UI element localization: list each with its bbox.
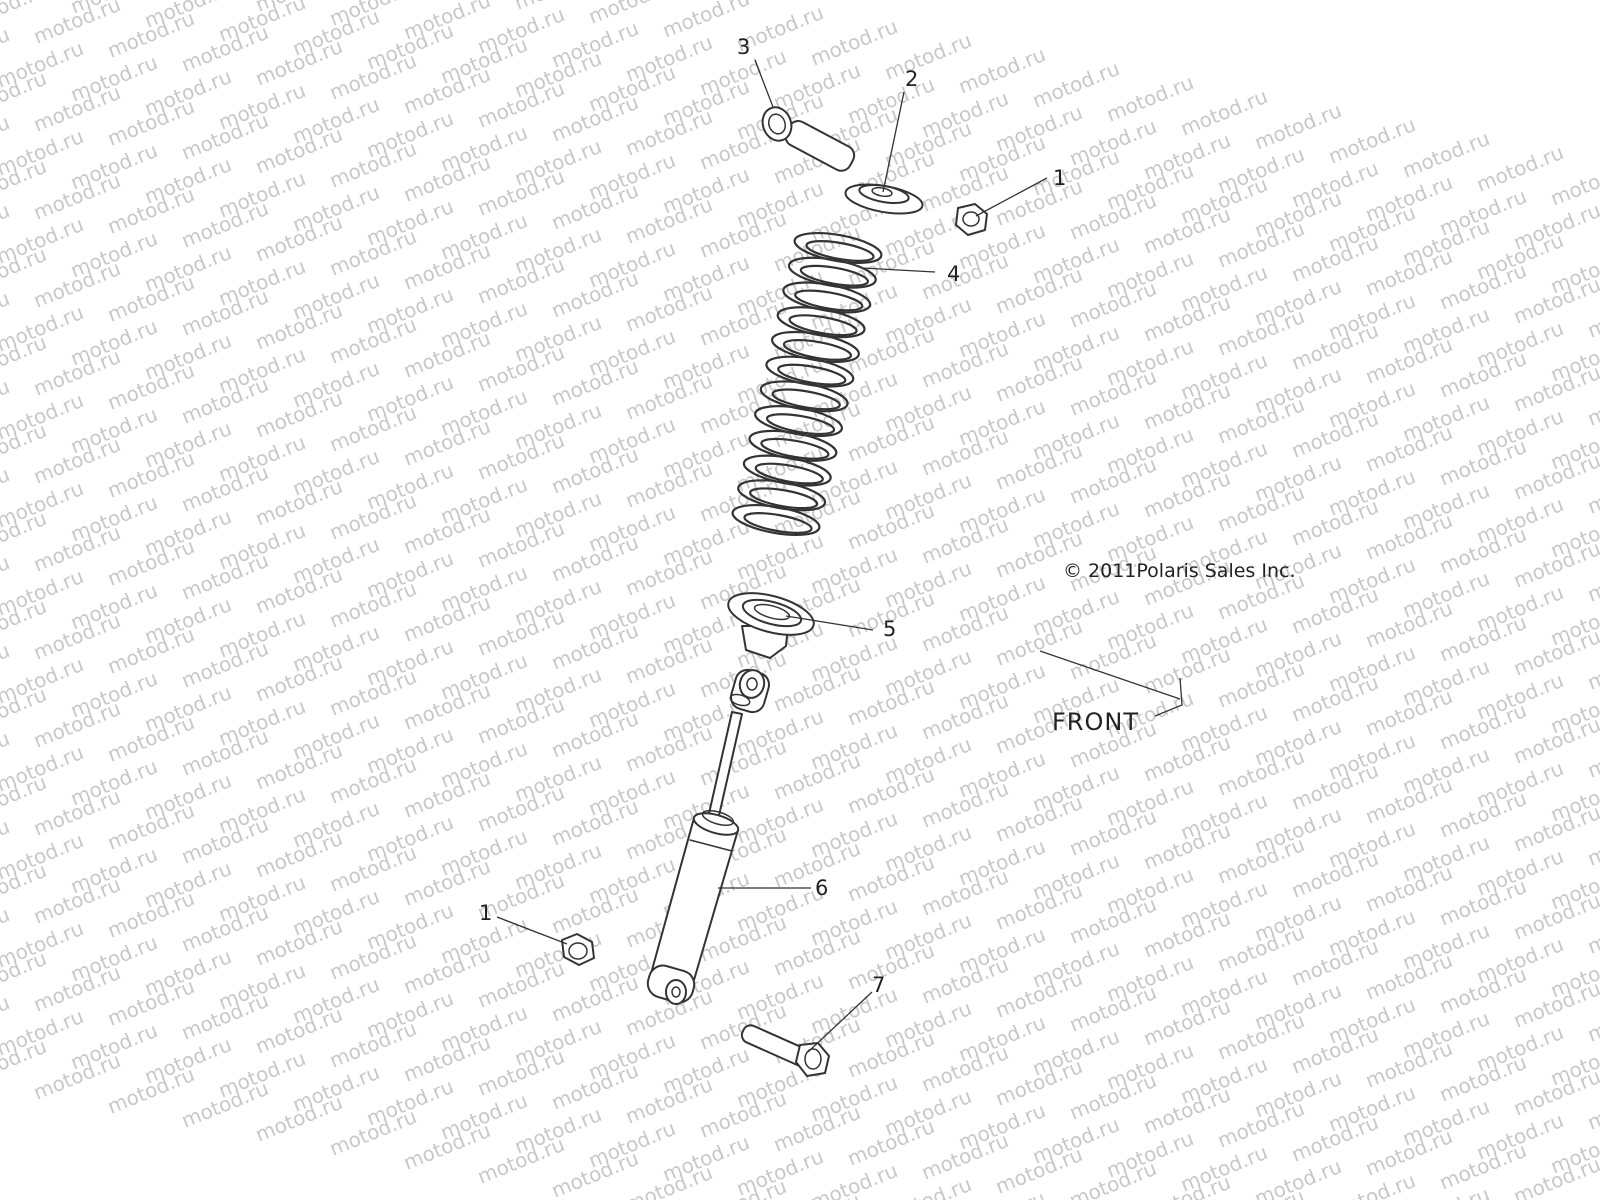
- spring-coil-inner: [760, 437, 830, 460]
- callout-6: 6: [815, 876, 828, 900]
- leader-2: [882, 91, 905, 193]
- spring-seat-lower: [727, 592, 815, 659]
- leader-1-top: [975, 177, 1048, 217]
- leader-lines: [496, 59, 1048, 1053]
- leader-4: [861, 267, 936, 273]
- callout-7: 7: [872, 973, 885, 997]
- leader-5: [785, 615, 874, 631]
- copyright-notice: © 2011Polaris Sales Inc.: [1063, 560, 1296, 582]
- spring-coil-inner: [782, 338, 853, 361]
- spring-coil-inner: [805, 240, 875, 262]
- leader-3: [754, 59, 774, 108]
- bolt-top: [761, 106, 856, 172]
- spring-coil-inner: [765, 413, 836, 436]
- nut-bottom: [561, 933, 595, 966]
- callout-1-top: 1: [1053, 166, 1066, 190]
- callout-4: 4: [947, 262, 960, 286]
- spring-coil-inner: [754, 462, 824, 485]
- spring-coil-inner: [749, 487, 819, 510]
- callout-2: 2: [905, 67, 918, 91]
- shock-absorber: [646, 668, 771, 1005]
- front-label: FRONT: [1052, 708, 1139, 736]
- leader-1-bottom: [496, 916, 568, 945]
- nut-top: [955, 203, 988, 236]
- callout-1-bottom: 1: [479, 901, 492, 925]
- spring-coil-inner: [794, 289, 864, 312]
- callout-5: 5: [883, 617, 896, 641]
- leader-7: [807, 991, 873, 1053]
- spring-coil-inner: [771, 388, 841, 411]
- spring-coil-inner: [799, 264, 869, 287]
- callout-3: 3: [737, 35, 750, 59]
- spring-retainer-top: [844, 183, 924, 215]
- spring-coil-inner: [743, 512, 813, 534]
- callout-labels: 3 2 1 4 5 6 1 7: [479, 35, 1066, 997]
- front-arrow: FRONT: [1039, 650, 1183, 736]
- spring-coil-inner: [777, 363, 847, 386]
- spring-coil-inner: [788, 314, 858, 337]
- coil-spring: [731, 231, 883, 537]
- spring-coil: [731, 503, 821, 537]
- bolt-bottom: [740, 1024, 830, 1077]
